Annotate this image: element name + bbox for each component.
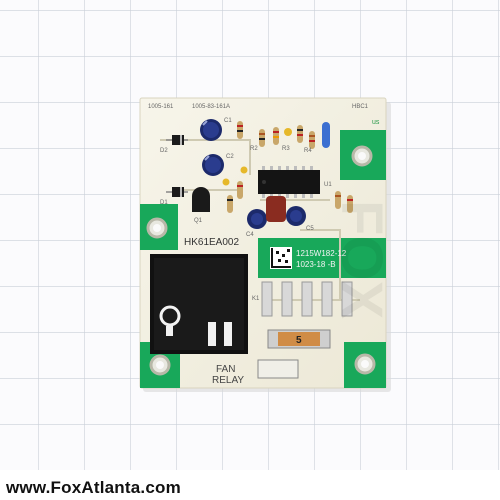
diode-d2: [166, 135, 188, 145]
capacitor-c5: [286, 206, 306, 226]
datamatrix-code: [270, 247, 292, 269]
label-r2: R2: [250, 146, 258, 152]
label-r3: R3: [282, 146, 290, 152]
spade-terminals: [261, 281, 353, 317]
label-c4: C4: [246, 232, 254, 238]
silkscreen-top-mid: 1005-83-161A: [192, 104, 230, 110]
small-capacitors: [222, 128, 292, 186]
label-c1: C1: [224, 118, 232, 124]
silkscreen-top-left: 1005-161: [148, 104, 174, 110]
watermark: FOX: [329, 200, 394, 320]
capacitor-c2: [202, 154, 224, 176]
label-c2: C2: [226, 154, 234, 160]
label-d2: D2: [160, 148, 168, 154]
capacitor-c4: [247, 209, 267, 229]
label-c5: C5: [306, 226, 314, 232]
board-part-number: HK61EA002: [184, 237, 239, 248]
blade-fuse: [267, 329, 331, 349]
capacitor-c1: [200, 119, 222, 141]
label-u1: U1: [324, 182, 332, 188]
circuit-board: HK61EA002 1215W182-12 1023-18 -B 5 FAN R…: [139, 97, 387, 389]
diode-d1: [166, 187, 188, 197]
ic-chip-u1: [258, 166, 320, 198]
blue-component: [322, 122, 330, 148]
resistors: [227, 121, 353, 213]
fan-connector: [257, 359, 299, 379]
relay-k1: [150, 254, 248, 354]
relay-model-label: 1215W182-12: [296, 249, 347, 258]
relay-label-relay: RELAY: [212, 375, 244, 386]
relay-code-label: 1023-18 -B: [296, 260, 336, 269]
cert-mark: us: [372, 119, 380, 126]
label-k1: K1: [252, 296, 260, 302]
label-d1: D1: [160, 200, 168, 206]
website-footer[interactable]: www.FoxAtlanta.com: [6, 478, 181, 497]
transistor-q1: [192, 187, 210, 212]
label-r4: R4: [304, 148, 312, 154]
label-q1: Q1: [194, 218, 203, 224]
film-capacitor: [266, 196, 286, 222]
relay-label-fan: FAN: [216, 364, 235, 375]
mounting-holes: [146, 145, 376, 376]
fuse-rating: 5: [296, 335, 302, 346]
silkscreen-top-right: HBC1: [352, 104, 369, 110]
